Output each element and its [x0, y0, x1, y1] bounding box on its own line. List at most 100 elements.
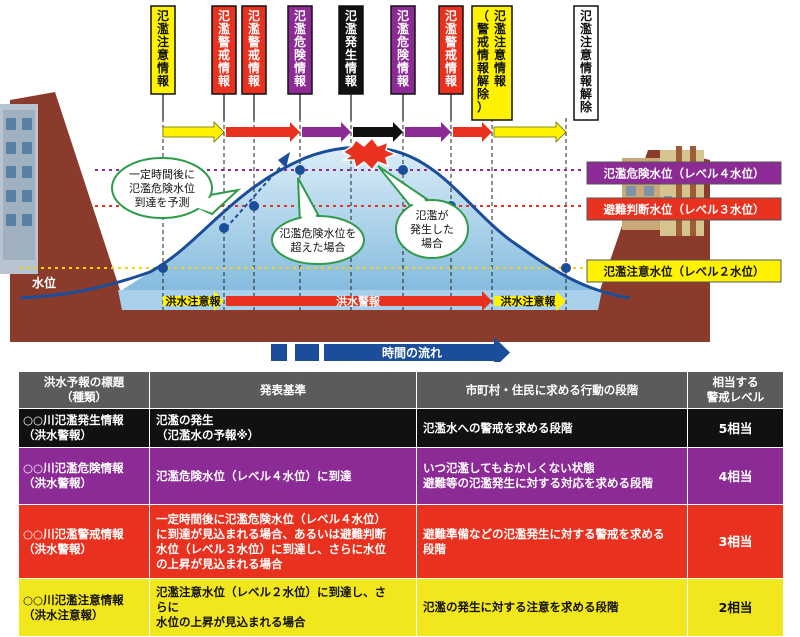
- row-action: 氾濫の発生に対する注意を求める段階: [416, 578, 688, 637]
- svg-text:氾濫注意水位（レベル２水位）: 氾濫注意水位（レベル２水位）: [604, 265, 765, 279]
- water-body: [122, 147, 600, 290]
- svg-text:険: 険: [397, 47, 410, 62]
- svg-text:戒: 戒: [218, 47, 230, 62]
- svg-text:一定時間後に氾濫危険水位到達を予測: 一定時間後に氾濫危険水位到達を予測: [129, 167, 195, 209]
- svg-text:解: 解: [580, 86, 592, 101]
- svg-text:氾濫が発生した場合: 氾濫が発生した場合: [410, 208, 454, 250]
- bottom-bar-advisory-1: 洪水注意報: [166, 294, 222, 308]
- svg-text:報: 報: [248, 73, 261, 88]
- svg-text:意: 意: [157, 47, 169, 62]
- left-building: [0, 104, 38, 274]
- time-flow-label: 時間の流れ: [382, 345, 442, 360]
- svg-text:濫: 濫: [580, 21, 592, 36]
- svg-text:報: 報: [580, 73, 593, 88]
- row-title: ○○川氾濫警戒情報（洪水警報）: [18, 504, 150, 579]
- flood-forecast-diagram: 氾濫注意情報氾濫警戒情報氾濫警戒情報氾濫危険情報氾濫発生情報氾濫危険情報氾濫警戒…: [0, 5, 782, 362]
- row-criteria: 氾濫危険水位（レベル４水位）に到達: [149, 447, 417, 505]
- svg-text:情: 情: [157, 60, 169, 75]
- svg-text:報: 報: [218, 73, 231, 88]
- svg-text:（: （: [477, 8, 489, 23]
- top-arrow-row: [162, 121, 567, 143]
- row-criteria: 一定時間後に氾濫危険水位（レベル４水位）に到達が見込まれる場合、あるいは避難判断…: [149, 504, 417, 579]
- top-label-3: 氾濫警戒情報: [241, 5, 267, 120]
- top-label-6: 氾濫危険情報: [390, 5, 416, 120]
- svg-text:危: 危: [396, 34, 409, 49]
- svg-text:警: 警: [476, 21, 489, 36]
- svg-text:報: 報: [345, 73, 358, 88]
- svg-text:氾: 氾: [580, 8, 592, 23]
- svg-text:意: 意: [494, 47, 506, 62]
- bottom-warning-bars: 洪水注意報 洪水警報 洪水注意報: [163, 291, 566, 311]
- prediction-arrowhead: [278, 152, 290, 168]
- svg-text:報: 報: [494, 73, 507, 88]
- svg-text:報: 報: [397, 73, 410, 88]
- top-label-row: 氾濫注意情報氾濫警戒情報氾濫警戒情報氾濫危険情報氾濫発生情報氾濫危険情報氾濫警戒…: [150, 5, 599, 121]
- row-level: 3相当: [687, 504, 784, 579]
- row-action: 氾濫水への警戒を求める段階: [416, 408, 688, 448]
- svg-text:解: 解: [477, 73, 489, 88]
- water-level-curve: [19, 145, 631, 300]
- table-row: ○○川氾濫注意情報（洪水注意報） 氾濫注意水位（レベル２水位）に到達し、さらに水…: [18, 578, 784, 637]
- right-buildings: [622, 146, 704, 236]
- callout-predict: 一定時間後に氾濫危険水位到達を予測: [111, 157, 242, 219]
- svg-text:情: 情: [248, 60, 260, 75]
- svg-text:濫: 濫: [397, 21, 409, 36]
- svg-text:注: 注: [157, 34, 169, 49]
- top-label-1: 氾濫注意情報: [150, 5, 176, 120]
- svg-text:氾: 氾: [397, 8, 409, 23]
- svg-text:情: 情: [494, 60, 506, 75]
- svg-text:情: 情: [580, 60, 592, 75]
- row-criteria: 氾濫注意水位（レベル２水位）に到達し、さらに水位の上昇が見込まれる場合: [149, 578, 417, 637]
- top-label-4: 氾濫危険情報: [287, 5, 313, 120]
- bottom-bar-warning: 洪水警報: [336, 294, 381, 308]
- svg-text:戒: 戒: [477, 34, 489, 49]
- row-action: いつ氾濫してもおかしくない状態避難等の氾濫発生に対する対応を求める段階: [416, 447, 688, 505]
- top-label-2: 氾濫警戒情報: [211, 5, 237, 120]
- svg-text:戒: 戒: [248, 47, 260, 62]
- svg-text:警: 警: [217, 34, 230, 49]
- svg-text:濫: 濫: [294, 21, 306, 36]
- flood-forecast-table: 洪水予報の標題（種類） 発表基準 市町村・住民に求める行動の段階 相当する警戒レ…: [18, 371, 784, 637]
- row-level: 2相当: [687, 578, 784, 637]
- svg-text:氾: 氾: [218, 8, 230, 23]
- row-level: 4相当: [687, 447, 784, 505]
- callout-occurred: 氾濫が発生した場合: [377, 165, 469, 259]
- svg-text:氾: 氾: [494, 8, 506, 23]
- svg-text:氾濫危険水位を超えた場合: 氾濫危険水位を超えた場合: [280, 226, 357, 254]
- header-title-type: 洪水予報の標題（種類）: [18, 371, 150, 409]
- svg-text:氾: 氾: [248, 8, 260, 23]
- header-alert-level: 相当する警戒レベル: [687, 371, 784, 409]
- svg-text:報: 報: [294, 73, 307, 88]
- top-label-5: 氾濫発生情報: [338, 5, 364, 120]
- svg-text:情: 情: [477, 47, 489, 62]
- svg-text:情: 情: [218, 60, 230, 75]
- svg-text:氾濫危険水位（レベル４水位）: 氾濫危険水位（レベル４水位）: [604, 167, 765, 181]
- row-action: 避難準備などの氾濫発生に対する警戒を求める段階: [416, 504, 688, 579]
- table-row: ○○川氾濫危険情報（洪水警報） 氾濫危険水位（レベル４水位）に到達 いつ氾濫して…: [18, 447, 784, 505]
- svg-text:）: ）: [477, 99, 489, 114]
- top-label-7: 氾濫警戒情報: [438, 5, 464, 120]
- svg-text:戒: 戒: [445, 47, 457, 62]
- header-criteria: 発表基準: [149, 371, 417, 409]
- svg-text:氾: 氾: [445, 8, 457, 23]
- svg-text:濫: 濫: [218, 21, 230, 36]
- level-label-3: 氾濫注意水位（レベル２水位）: [586, 259, 782, 283]
- row-title: ○○川氾濫発生情報（洪水警報）: [18, 408, 150, 448]
- svg-text:濫: 濫: [494, 21, 506, 36]
- water-level-label: 水位: [32, 275, 56, 290]
- table-header-row: 洪水予報の標題（種類） 発表基準 市町村・住民に求める行動の段階 相当する警戒レ…: [18, 371, 784, 409]
- row-criteria: 氾濫の発生（氾濫水の予報※）: [149, 408, 417, 448]
- svg-text:氾: 氾: [294, 8, 306, 23]
- svg-text:発: 発: [344, 34, 358, 49]
- level-label-2: 避難判断水位（レベル３水位）: [586, 197, 782, 221]
- svg-text:険: 険: [294, 47, 307, 62]
- svg-text:生: 生: [345, 47, 357, 62]
- svg-text:濫: 濫: [445, 21, 457, 36]
- svg-text:濫: 濫: [345, 21, 357, 36]
- svg-text:情: 情: [397, 60, 409, 75]
- row-title: ○○川氾濫危険情報（洪水警報）: [18, 447, 150, 505]
- svg-text:避難判断水位（レベル３水位）: 避難判断水位（レベル３水位）: [604, 203, 765, 217]
- time-flow-arrow: 時間の流れ: [271, 337, 510, 362]
